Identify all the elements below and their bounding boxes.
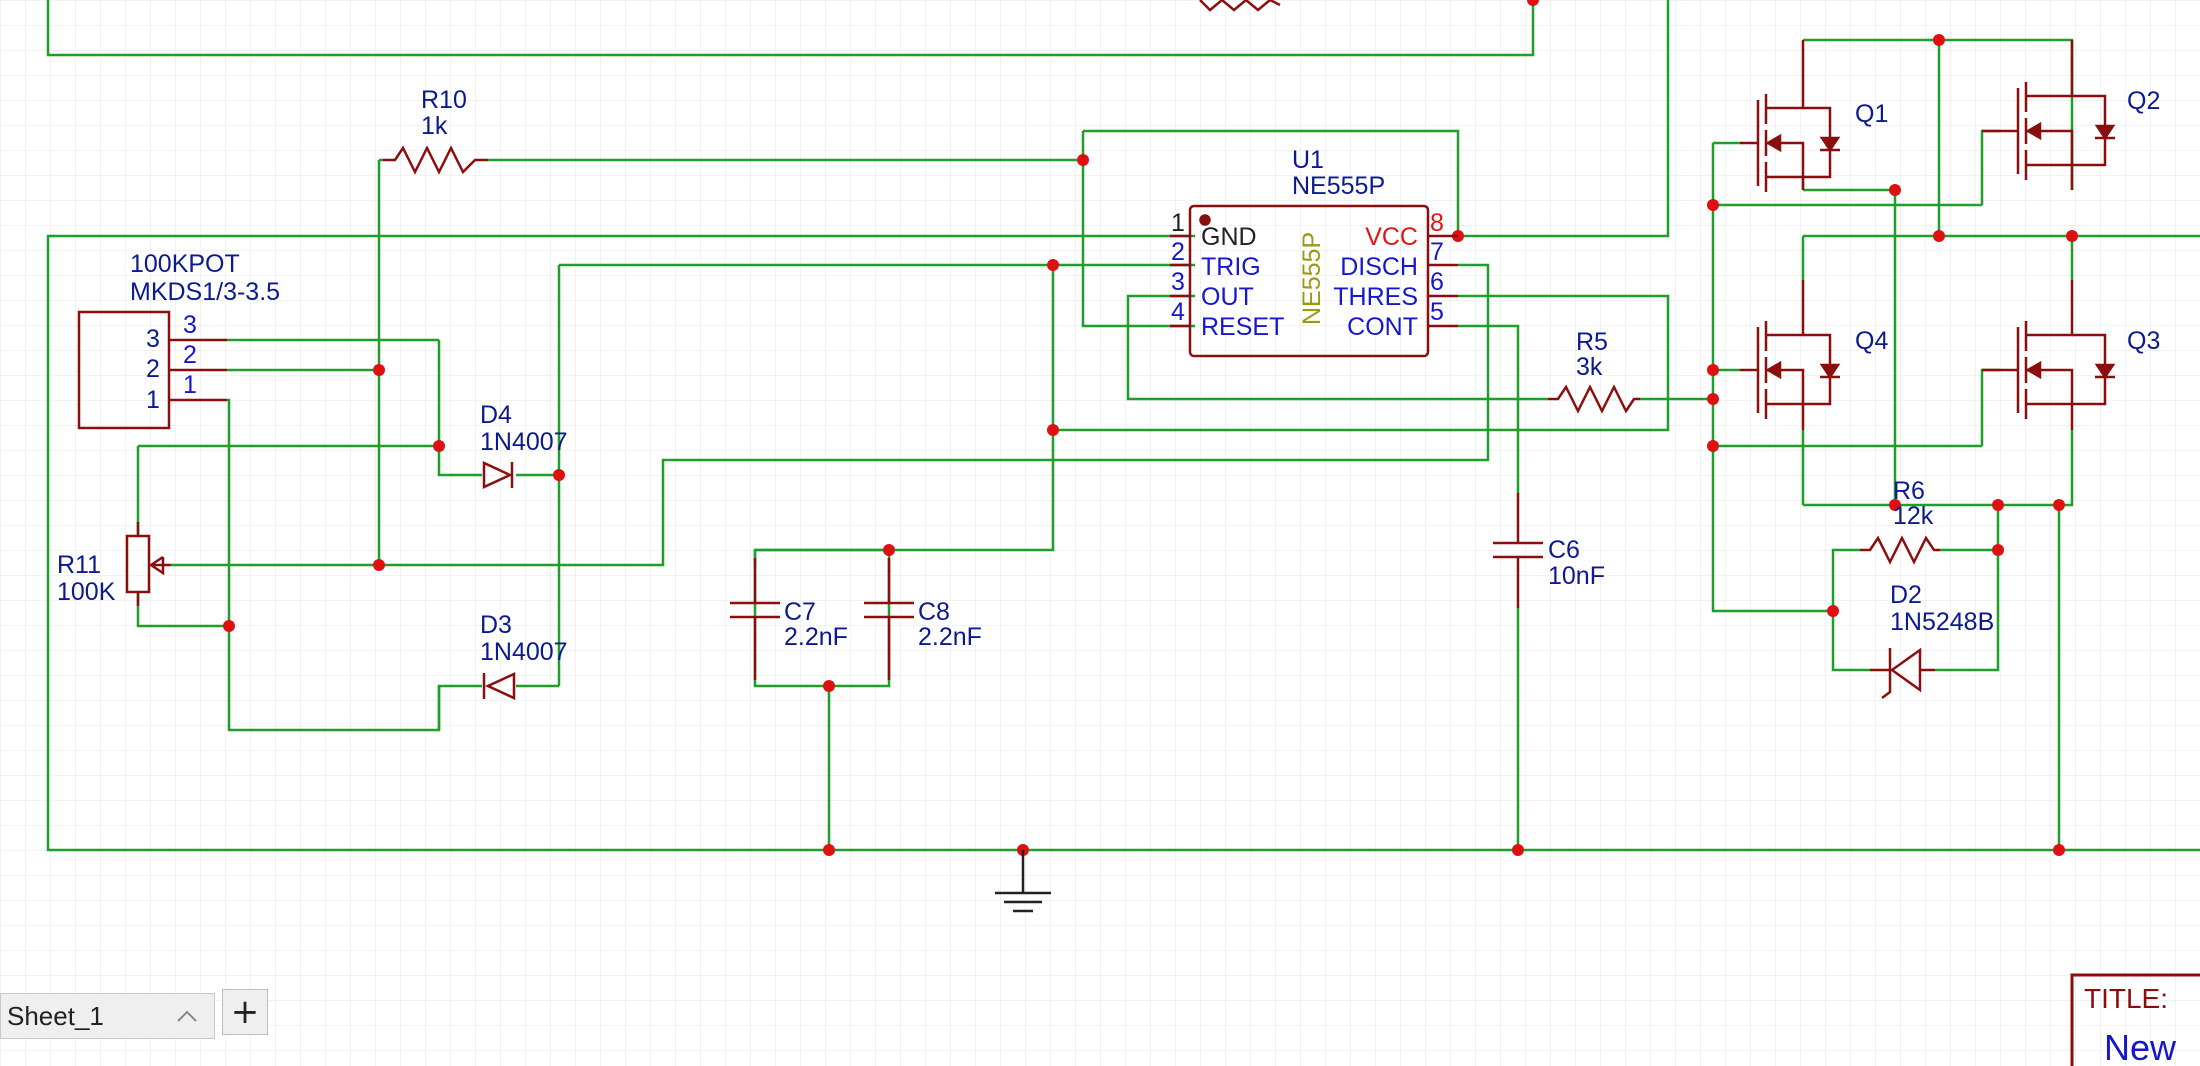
d2-value: 1N5248B xyxy=(1890,608,1994,636)
pin1-marker xyxy=(1199,214,1211,226)
wire xyxy=(1458,0,1670,238)
u1-pin-6-num: 6 xyxy=(1430,268,1444,296)
resistor-partial[interactable] xyxy=(1199,0,1281,12)
r10-value: 1k xyxy=(421,112,448,140)
u1-pin-1-num: 1 xyxy=(1171,209,1185,237)
wire xyxy=(1126,294,1548,401)
r6-ref: R6 xyxy=(1893,477,1925,505)
r11-ref: R11 xyxy=(57,551,101,579)
connector-100kpot[interactable] xyxy=(77,310,227,430)
resistor-r5[interactable] xyxy=(1548,384,1640,414)
u1-pin-cont: CONT xyxy=(1347,313,1418,341)
u1-pin-4-num: 4 xyxy=(1171,298,1185,326)
r6-value: 12k xyxy=(1893,502,1934,530)
d3-ref: D3 xyxy=(480,611,512,639)
u1-pin-thres: THRES xyxy=(1333,283,1418,311)
capacitor-c7[interactable] xyxy=(730,558,780,680)
u1-body-label: NE555P xyxy=(1298,232,1326,325)
d2-ref: D2 xyxy=(1890,581,1922,609)
c8-ref: C8 xyxy=(918,598,950,626)
wire xyxy=(1458,324,1520,493)
add-sheet-button[interactable]: + xyxy=(222,989,268,1035)
wire xyxy=(1831,548,1860,611)
mosfet-q2[interactable] xyxy=(1982,40,2116,190)
u1-pin-out: OUT xyxy=(1201,283,1254,311)
wires[interactable] xyxy=(46,0,2200,852)
connector-pin-1-inner: 1 xyxy=(183,371,197,399)
connector-value: MKDS1/3-3.5 xyxy=(130,278,280,306)
d4-ref: D4 xyxy=(480,401,512,429)
ic-u1-body[interactable] xyxy=(1170,204,1458,358)
u1-pin-vcc: VCC xyxy=(1365,223,1418,251)
connector-pin-3-inner: 3 xyxy=(183,311,197,339)
sheet-tab-label: Sheet_1 xyxy=(7,1000,104,1031)
c6-ref: C6 xyxy=(1548,536,1580,564)
q1-ref: Q1 xyxy=(1855,100,1888,128)
r5-value: 3k xyxy=(1576,353,1603,381)
chevron-up-icon[interactable] xyxy=(174,1003,200,1029)
title-block xyxy=(2070,973,2200,1066)
wire xyxy=(379,263,1490,567)
title-label: TITLE: xyxy=(2084,983,2168,1014)
wire xyxy=(1081,131,1195,328)
wire xyxy=(46,234,2200,852)
capacitor-c6[interactable] xyxy=(1493,493,1543,608)
resistor-r10[interactable] xyxy=(383,145,488,175)
connector-pin-3-outer: 3 xyxy=(146,325,160,353)
connector-pin-2-inner: 2 xyxy=(183,341,197,369)
q2-ref: Q2 xyxy=(2127,87,2160,115)
u1-pin-8-num: 8 xyxy=(1430,209,1444,237)
q4-ref: Q4 xyxy=(1855,327,1888,355)
zener-d2[interactable] xyxy=(1870,647,1935,699)
d4-value: 1N4007 xyxy=(480,428,568,456)
r11-value: 100K xyxy=(57,578,116,606)
c7-ref: C7 xyxy=(784,598,816,626)
wire xyxy=(1083,129,1460,236)
resistor-r6[interactable] xyxy=(1860,535,1940,565)
diode-d4[interactable] xyxy=(482,461,514,489)
wire xyxy=(437,446,482,477)
ground-symbol[interactable] xyxy=(995,850,1051,913)
c7-value: 2.2nF xyxy=(784,623,848,651)
u1-pin-reset: RESET xyxy=(1201,313,1284,341)
u1-ref: U1 xyxy=(1292,146,1324,174)
capacitor-c8[interactable] xyxy=(864,558,914,680)
u1-pin-7-num: 7 xyxy=(1430,238,1444,266)
u1-value: NE555P xyxy=(1292,172,1385,200)
c6-value: 10nF xyxy=(1548,562,1605,590)
connector-pin-1-outer: 1 xyxy=(146,386,160,414)
u1-pin-2-num: 2 xyxy=(1171,238,1185,266)
potentiometer-r11[interactable] xyxy=(125,522,171,606)
wire xyxy=(1935,550,2000,672)
q3-ref: Q3 xyxy=(2127,327,2160,355)
u1-pin-trig: TRIG xyxy=(1201,253,1261,281)
wire xyxy=(46,0,1535,57)
connector-ref: 100KPOT xyxy=(130,250,240,278)
wire xyxy=(437,684,482,730)
r5-ref: R5 xyxy=(1576,328,1608,356)
r10-ref: R10 xyxy=(421,86,467,114)
u1-pin-3-num: 3 xyxy=(1171,268,1185,296)
junctions xyxy=(223,0,2078,856)
sheet-tab[interactable]: Sheet_1 xyxy=(0,993,215,1039)
diode-d3[interactable] xyxy=(482,672,516,700)
mosfet-q4[interactable] xyxy=(1740,280,1841,430)
d3-value: 1N4007 xyxy=(480,638,568,666)
u1-pin-5-num: 5 xyxy=(1430,298,1444,326)
c8-value: 2.2nF xyxy=(918,623,982,651)
wire xyxy=(1053,294,1670,432)
connector-pin-2-outer: 2 xyxy=(146,355,160,383)
mosfet-q3[interactable] xyxy=(1982,280,2116,430)
wire xyxy=(1831,611,1870,672)
wire xyxy=(1803,38,2074,190)
u1-pin-disch: DISCH xyxy=(1340,253,1418,281)
title-value: New xyxy=(2104,1027,2177,1066)
mosfet-q1[interactable] xyxy=(1740,40,1841,192)
u1-pin-gnd: GND xyxy=(1201,223,1257,251)
wire xyxy=(1711,143,1833,613)
